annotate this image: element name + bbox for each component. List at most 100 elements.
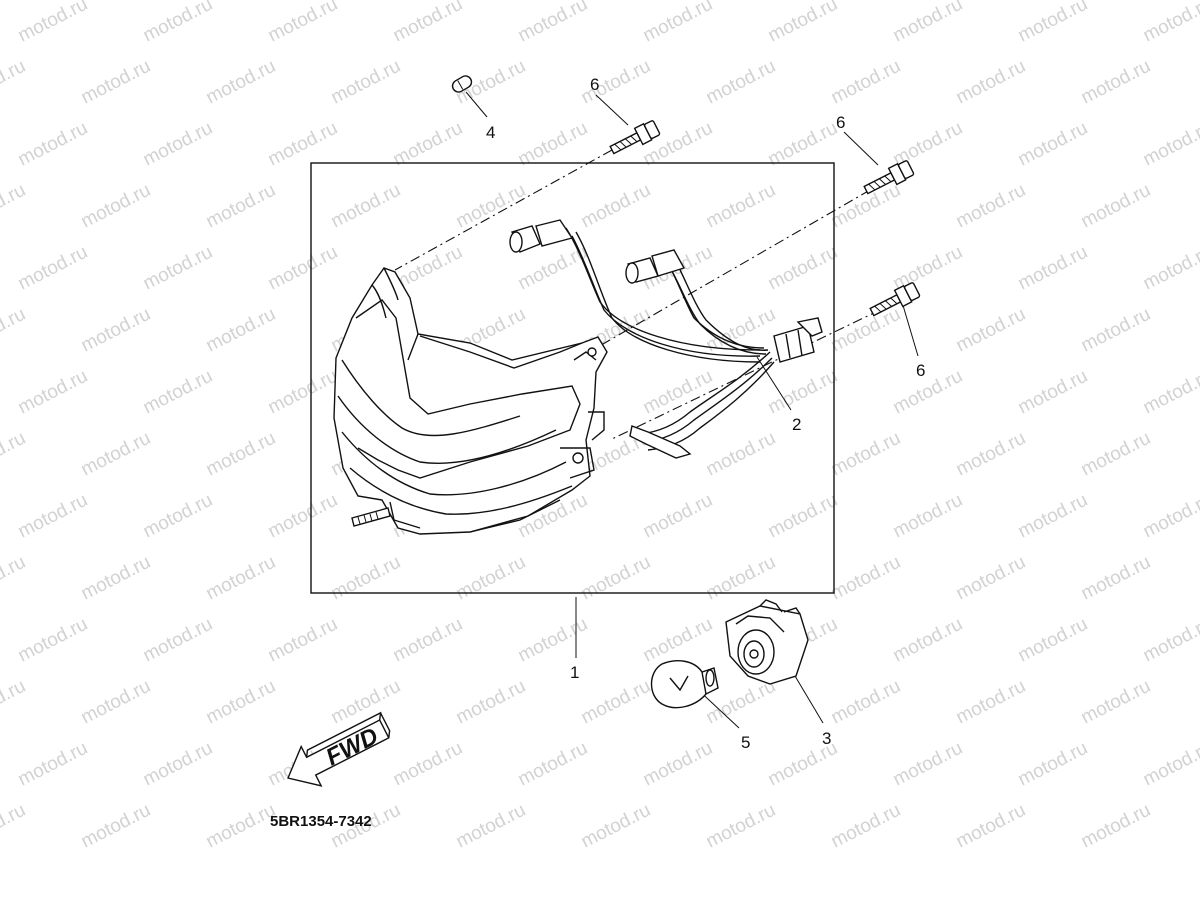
callout-bolt-right: 6 — [916, 361, 925, 380]
watermark-text: motod.ru — [15, 242, 91, 295]
watermark-text: motod.ru — [953, 428, 1029, 481]
watermark-text: motod.ru — [203, 304, 279, 357]
watermark-text: motod.ru — [953, 304, 1029, 357]
watermark-text: motod.ru — [1140, 490, 1200, 543]
watermark-text: motod.ru — [15, 490, 91, 543]
watermark-text: motod.ru — [78, 552, 154, 605]
watermark-text: motod.ru — [265, 242, 341, 295]
watermark-text: motod.ru — [515, 0, 591, 46]
watermark-text: motod.ru — [78, 56, 154, 109]
watermark-text: motod.ru — [0, 304, 29, 357]
alignment-lines — [394, 149, 881, 441]
watermark-text: motod.ru — [78, 428, 154, 481]
callout-bolt-top-right: 6 — [836, 113, 845, 132]
watermark-text: motod.ru — [578, 180, 654, 233]
watermark-text: motod.ru — [203, 676, 279, 729]
watermark-text: motod.ru — [828, 676, 904, 729]
watermark-text: motod.ru — [1015, 738, 1091, 791]
watermark-text: motod.ru — [203, 56, 279, 109]
watermark-text: motod.ru — [953, 800, 1029, 853]
watermark-text: motod.ru — [703, 552, 779, 605]
watermark-text: motod.ru — [640, 614, 716, 667]
watermark-text: motod.ru — [0, 552, 29, 605]
watermark-text: motod.ru — [890, 0, 966, 46]
watermark-text: motod.ru — [0, 800, 29, 853]
watermark-text: motod.ru — [765, 242, 841, 295]
watermark-text: motod.ru — [515, 738, 591, 791]
callout-bolt-top-left: 6 — [590, 75, 599, 94]
watermark-text: motod.ru — [1078, 180, 1154, 233]
watermark-text: motod.ru — [1140, 738, 1200, 791]
watermark-text: motod.ru — [890, 490, 966, 543]
watermark-text: motod.ru — [328, 552, 404, 605]
watermark-text: motod.ru — [390, 614, 466, 667]
watermark-text: motod.ru — [140, 738, 216, 791]
watermark-text: motod.ru — [640, 490, 716, 543]
watermark-text: motod.ru — [453, 800, 529, 853]
watermark-text: motod.ru — [78, 800, 154, 853]
watermark-text: motod.ru — [203, 800, 279, 853]
watermark-text: motod.ru — [0, 56, 29, 109]
watermark-text: motod.ru — [140, 0, 216, 46]
watermark-text: motod.ru — [328, 56, 404, 109]
watermark-text: motod.ru — [578, 552, 654, 605]
watermark-text: motod.ru — [765, 0, 841, 46]
watermark-text: motod.ru — [890, 366, 966, 419]
watermark-text: motod.ru — [0, 676, 29, 729]
position-bulb — [451, 75, 473, 93]
watermark-text: motod.ru — [1140, 118, 1200, 171]
watermark-text: motod.ru — [0, 428, 29, 481]
watermark-text: motod.ru — [15, 0, 91, 46]
watermark-text: motod.ru — [1078, 304, 1154, 357]
bulb-socket — [725, 599, 809, 685]
wire-harness — [509, 219, 823, 459]
watermark-text: motod.ru — [515, 614, 591, 667]
watermark-text: motod.ru — [78, 676, 154, 729]
watermark-text: motod.ru — [1015, 614, 1091, 667]
watermark-text: motod.ru — [0, 180, 29, 233]
watermark-text: motod.ru — [890, 614, 966, 667]
bolt-right — [869, 282, 921, 317]
watermark-text: motod.ru — [140, 118, 216, 171]
headlight-bulb — [650, 660, 719, 709]
watermark-text: motod.ru — [953, 56, 1029, 109]
watermark-text: motod.ru — [1140, 366, 1200, 419]
watermark-text: motod.ru — [703, 304, 779, 357]
watermark-text: motod.ru — [15, 118, 91, 171]
watermark-text: motod.ru — [140, 490, 216, 543]
watermark-text: motod.ru — [703, 180, 779, 233]
callout-headlight: 1 — [570, 663, 579, 682]
watermark-text: motod.ru — [1078, 552, 1154, 605]
watermark-text: motod.ru — [203, 552, 279, 605]
watermark-text: motod.ru — [703, 56, 779, 109]
bolt-top-left — [609, 120, 661, 155]
watermark-text: motod.ru — [828, 800, 904, 853]
watermark-text: motod.ru — [390, 0, 466, 46]
watermark-text: motod.ru — [953, 552, 1029, 605]
watermark-text: motod.ru — [78, 180, 154, 233]
callout-wire-harness: 2 — [792, 415, 801, 434]
watermark-text: motod.ru — [265, 614, 341, 667]
watermark-text: motod.ru — [1140, 242, 1200, 295]
watermark-text: motod.ru — [703, 800, 779, 853]
watermark-text: motod.ru — [453, 180, 529, 233]
watermark-text: motod.ru — [265, 366, 341, 419]
watermark-text: motod.ru — [265, 0, 341, 46]
watermark-text: motod.ru — [1078, 800, 1154, 853]
watermark-text: motod.ru — [640, 0, 716, 46]
callout-headlight-bulb: 5 — [741, 733, 750, 752]
watermark-text: motod.ru — [640, 738, 716, 791]
watermark-text: motod.ru — [140, 242, 216, 295]
watermark-text: motod.ru — [390, 738, 466, 791]
watermark-text: motod.ru — [265, 490, 341, 543]
watermark-text: motod.ru — [640, 366, 716, 419]
watermark-text: motod.ru — [453, 552, 529, 605]
watermark-text: motod.ru — [1015, 118, 1091, 171]
watermark-text: motod.ru — [15, 738, 91, 791]
watermark-text: motod.ru — [953, 180, 1029, 233]
watermark-text: motod.ru — [1140, 0, 1200, 46]
fwd-label: FWD — [322, 723, 383, 772]
watermark-text: motod.ru — [890, 738, 966, 791]
watermark-text: motod.ru — [1015, 366, 1091, 419]
